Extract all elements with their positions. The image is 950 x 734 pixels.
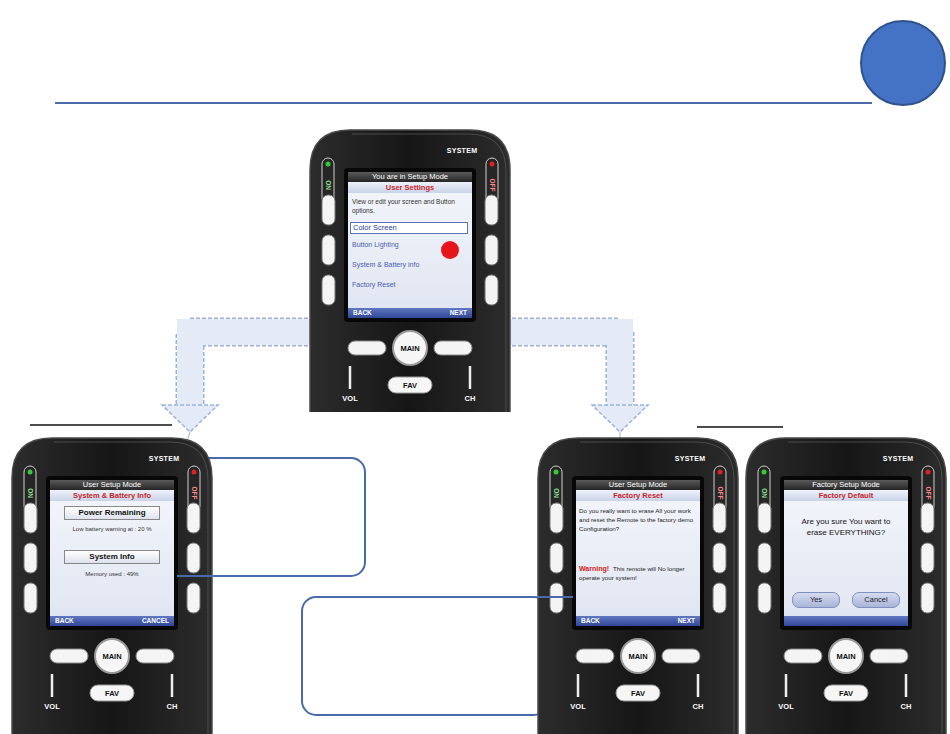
remote-control [746,438,946,734]
menu-item: System & Battery info [352,260,470,270]
underline [697,426,783,428]
button-label: ON [27,488,34,498]
soft-key: NEXT [450,308,467,318]
arrow-head [592,405,648,432]
screen-title: User Setup Mode [576,480,700,490]
button-label: SYSTEM [883,455,914,462]
button-label: FAV [403,381,417,390]
screen-text: View or edit your screen and Button opti… [352,197,468,215]
screen-heading: System & Battery Info [50,490,174,501]
button-label: OFF [925,487,932,500]
screen-text: Memory used : 49% [50,570,174,578]
soft-key: NEXT [678,616,695,626]
leader-line [177,575,213,577]
button-label: CH [901,702,912,711]
section-heading: System Info [64,550,160,564]
button-label: OFF [191,487,198,500]
remote-control [538,438,738,734]
screen-heading: Factory Reset [576,490,700,501]
button-label: SYSTEM [447,147,478,154]
warning-text: Warning! [579,564,609,573]
button-text: Yes [793,593,839,607]
button-label: SYSTEM [149,455,180,462]
button-label: MAIN [836,652,855,661]
button-label: VOL [342,394,357,403]
dialog-button: Yes [792,592,840,608]
button-label: OFF [489,179,496,192]
screen-text: Low battery warning at : 20 % [50,525,174,533]
touch-dot [441,241,459,259]
button-label: ON [553,488,560,498]
section-heading: Power Remaining [64,506,160,520]
button-label: ON [325,180,332,190]
remote-control [310,130,510,412]
button-label: FAV [839,689,853,698]
screen-heading: Factory Default [784,490,908,501]
page-circle [861,21,945,105]
button-label: CH [693,702,704,711]
remote-screen: User Setup ModeFactory Reset Do you reall… [576,480,700,626]
soft-key: BACK [55,616,74,626]
remote-screen: You are in Setup ModeUser SettingsView o… [348,172,472,318]
menu-item: Factory Reset [352,280,470,290]
remote-screen: Factory Setup ModeFactory DefaultAre you… [784,480,908,626]
button-label: SYSTEM [675,455,706,462]
dialog-text: Are you sure You want to erase EVERYTHIN… [794,516,898,538]
screen-title: Factory Setup Mode [784,480,908,490]
button-label: VOL [570,702,585,711]
button-label: FAV [105,689,119,698]
menu-item: Button Lighting [352,240,432,250]
button-label: ON [761,488,768,498]
remote-screen: User Setup ModeSystem & Battery InfoPowe… [50,480,174,626]
button-label: MAIN [628,652,647,661]
button-label: VOL [778,702,793,711]
menu-item-selected: Color Screen [350,222,468,234]
soft-key: CANCEL [142,616,169,626]
screen-title: You are in Setup Mode [348,172,472,182]
button-label: CH [167,702,178,711]
button-label: MAIN [102,652,121,661]
dialog-button: Cancel [852,592,900,608]
callout-outline [302,597,548,715]
remote-control [12,438,212,734]
button-label: OFF [717,487,724,500]
leader-line [537,596,573,598]
screen-heading: User Settings [348,182,472,193]
header-rule [55,102,872,104]
screen-text: This remote will No longer operate your … [579,564,697,582]
soft-key: BACK [353,308,372,318]
button-label: VOL [44,702,59,711]
screen-text: Do you really want to erase All your wor… [579,506,697,533]
arrow-head [162,405,218,432]
screen-title: User Setup Mode [50,480,174,490]
button-label: CH [465,394,476,403]
button-label: MAIN [400,344,419,353]
underline [30,424,172,426]
soft-key: BACK [581,616,600,626]
button-text: Cancel [853,593,899,607]
button-label: FAV [631,689,645,698]
